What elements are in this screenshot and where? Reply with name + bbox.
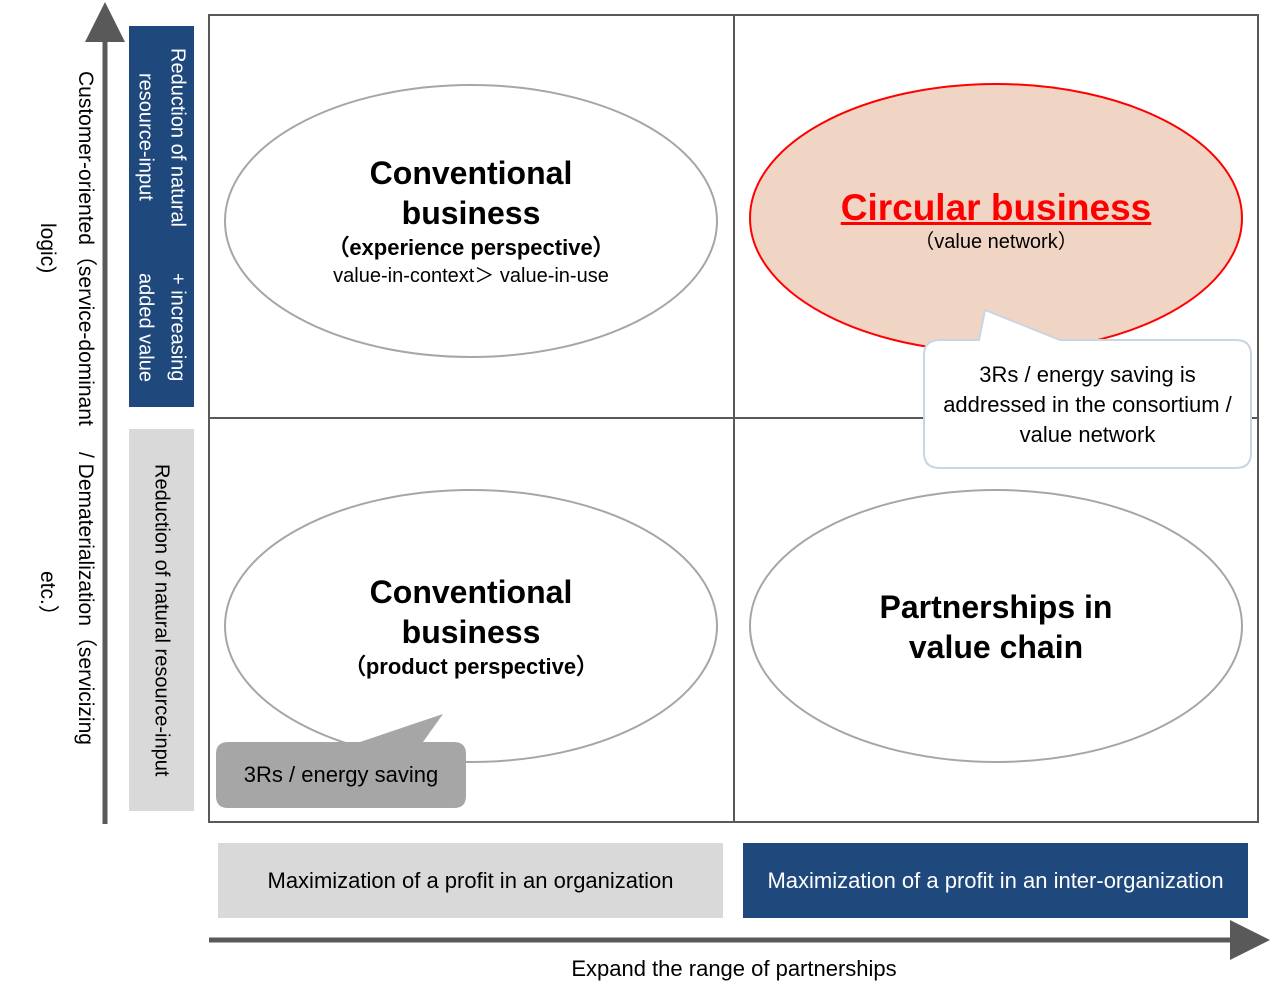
ellipse-bottom-left <box>224 489 718 763</box>
bottom-left-callout-text: 3Rs / energy saving <box>243 762 439 787</box>
ellipse-bottom-right <box>749 489 1243 763</box>
y-axis-label: Customer-oriented（service-dominant logic… <box>16 60 116 760</box>
top-left-title: Conventional business <box>369 155 573 231</box>
callout-bottom-left-shape <box>216 714 466 808</box>
x-label-right: Maximization of a profit in an inter-org… <box>767 867 1224 893</box>
y-label-upper-box <box>129 26 194 407</box>
y-label-lower-box <box>129 429 194 811</box>
top-right-subtitle: （value network） <box>914 231 1078 253</box>
y-label-upper-line2: + increasing added value <box>134 273 189 383</box>
y-label-lower-text: Reduction of natural resource-input <box>150 463 173 777</box>
quadrant-bottom-left: Conventional business （product perspecti… <box>300 572 642 682</box>
y-label-upper: Reduction of natural resource-input + in… <box>129 26 194 407</box>
x-label-right-box <box>743 843 1248 918</box>
x-label-left-box <box>218 843 723 918</box>
top-left-note: value-in-context＞ value-in-use <box>333 265 609 287</box>
x-axis-label: Expand the range of partnerships <box>571 956 897 981</box>
x-label-left: Maximization of a profit in an organizat… <box>267 867 674 893</box>
callout-top-right-shape <box>923 308 1252 469</box>
y-axis-line1: Customer-oriented（service-dominant logic… <box>36 70 97 426</box>
top-left-subtitle: （experience perspective） <box>327 235 615 260</box>
bottom-left-title: Conventional business <box>369 574 573 650</box>
ellipse-top-left <box>224 84 718 358</box>
y-label-lower: Reduction of natural resource-input <box>129 429 194 811</box>
top-right-title: Circular business <box>840 187 1152 228</box>
bottom-left-subtitle: （product perspective） <box>343 654 599 679</box>
quadrant-top-left: Conventional business （experience perspe… <box>300 153 642 289</box>
y-axis-line2: / Dematerialization（servicizing etc.） <box>36 451 97 745</box>
bottom-right-title: Partnerships in value chain <box>879 589 1113 665</box>
top-right-callout-text: 3Rs / energy saving is addressed in the … <box>943 362 1232 447</box>
quadrant-top-right: Circular business （value network） <box>770 187 1222 255</box>
y-label-upper-line1: Reduction of natural resource-input <box>134 47 189 227</box>
